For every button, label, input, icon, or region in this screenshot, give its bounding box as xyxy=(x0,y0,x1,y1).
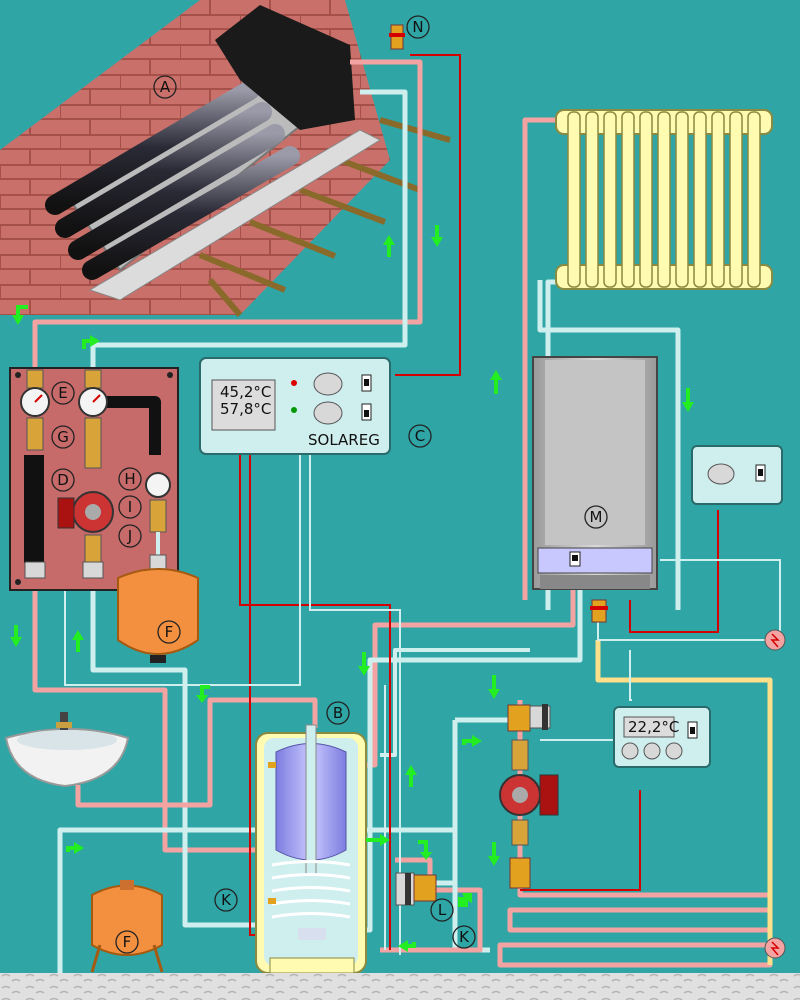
boiler-panel-button[interactable] xyxy=(707,463,735,485)
label-b: B xyxy=(333,704,343,722)
label-n: N xyxy=(412,18,423,36)
label-f-top: F xyxy=(165,623,174,641)
thermostat-button-1[interactable] xyxy=(621,742,639,760)
label-j: J xyxy=(127,527,132,545)
wash-basin xyxy=(4,712,130,788)
gas-boiler xyxy=(532,356,658,623)
solar-controller: 45,2°C 57,8°C SOLAREG xyxy=(199,357,391,455)
controller-button-1[interactable] xyxy=(313,372,343,396)
label-k-left: K xyxy=(221,891,232,909)
pump-station-board xyxy=(9,367,179,591)
expansion-tank-bottom xyxy=(90,880,164,973)
controller-led-red xyxy=(291,380,297,386)
label-g: G xyxy=(57,428,69,446)
label-e-left: E xyxy=(58,384,67,402)
controller-tank-temp: 57,8°C xyxy=(220,400,271,418)
thermostat-button-3[interactable] xyxy=(665,742,683,760)
controller-collector-temp: 45,2°C xyxy=(220,383,271,401)
label-k-right: K xyxy=(459,928,470,946)
fuse-symbol-top xyxy=(764,629,786,651)
collector-sensor-valve-n xyxy=(389,24,405,50)
heating-pipes xyxy=(380,117,773,968)
label-l: L xyxy=(438,901,447,919)
room-thermostat: 22,2°C xyxy=(613,706,711,768)
signal-wires xyxy=(64,455,781,955)
controller-brand: SOLAREG xyxy=(308,431,380,449)
fuse-symbol-bottom xyxy=(764,937,786,959)
controller-led-green xyxy=(291,407,297,413)
label-c: C xyxy=(415,427,425,445)
label-h: H xyxy=(124,470,135,488)
label-m: M xyxy=(590,508,603,526)
label-a: A xyxy=(160,78,171,96)
label-d: D xyxy=(57,471,69,489)
expansion-tank-top xyxy=(117,554,199,663)
label-f-bottom: F xyxy=(123,933,132,951)
thermostatic-mixing-valve xyxy=(395,872,437,906)
flow-arrows xyxy=(10,225,694,952)
ground xyxy=(0,973,800,1000)
solar-collector xyxy=(45,5,382,301)
controller-button-2[interactable] xyxy=(313,401,343,425)
heating-circulation-pump xyxy=(499,739,559,889)
component-labels xyxy=(51,15,608,954)
thermostat-temperature: 22,2°C xyxy=(628,718,679,736)
solar-loop-pipes xyxy=(32,59,423,385)
label-i: I xyxy=(128,498,132,516)
heating-mixing-valve xyxy=(507,704,551,732)
radiator xyxy=(555,109,773,290)
thermostat-button-2[interactable] xyxy=(643,742,661,760)
boiler-switch-panel xyxy=(691,445,783,505)
storage-tank xyxy=(255,724,367,974)
